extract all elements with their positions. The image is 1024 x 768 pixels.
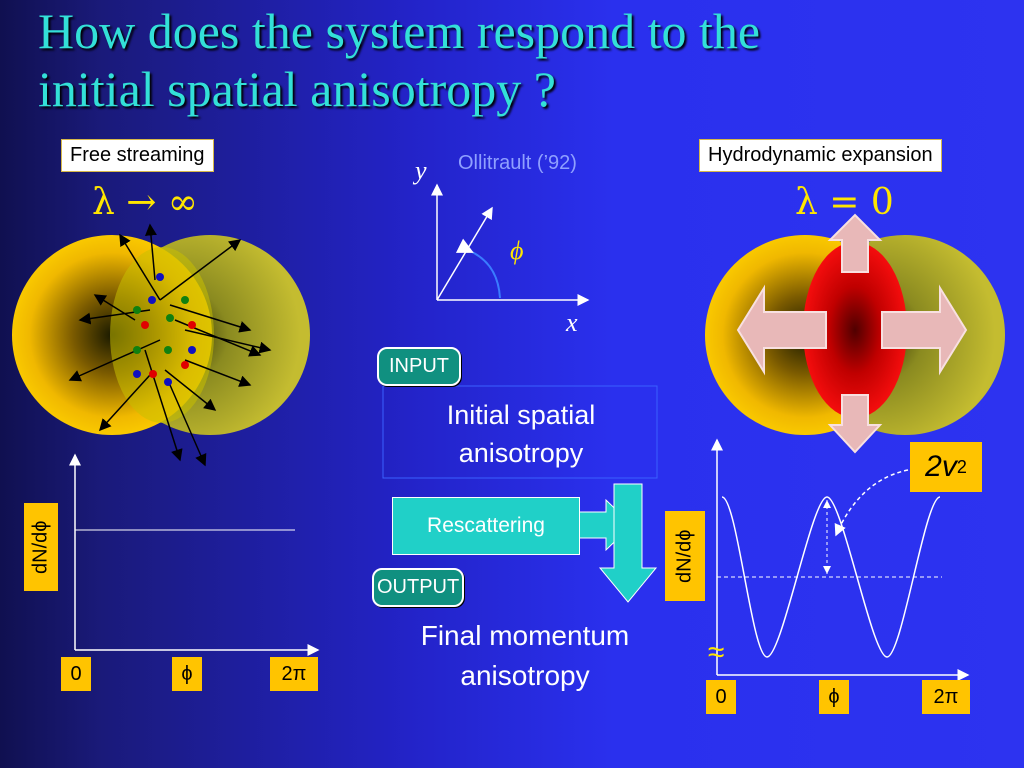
output-line-2: anisotropy: [384, 656, 666, 696]
v2-text: 2v: [925, 450, 957, 484]
lambda-zero: λ = 0: [795, 182, 894, 223]
side-decoration: [5, 125, 27, 765]
lambda-infinity: λ → ∞: [92, 182, 198, 223]
left-nuclei: [12, 225, 310, 465]
right-yaxis-label: dN/dϕ: [665, 511, 705, 601]
left-yaxis-label: dN/dϕ: [24, 503, 58, 591]
input-pill: INPUT: [377, 347, 461, 386]
left-plot: [75, 455, 318, 650]
rescattering-box: Rescattering: [392, 497, 580, 555]
right-tick-0: 0: [706, 680, 736, 714]
left-tick-2pi: 2π: [270, 657, 318, 691]
left-tick-0: 0: [61, 657, 91, 691]
v2-subscript: 2: [957, 457, 967, 478]
right-tick-2pi: 2π: [922, 680, 970, 714]
free-streaming-label: Free streaming: [61, 139, 214, 172]
ollitrault-reference: Ollitrault (’92): [458, 152, 577, 175]
axis-break-mark: ≈: [708, 636, 724, 670]
left-tick-phi: ϕ: [172, 657, 202, 691]
input-description: Initial spatial anisotropy: [390, 396, 652, 472]
output-description: Final momentum anisotropy: [384, 616, 666, 696]
input-line-1: Initial spatial: [390, 396, 652, 434]
y-axis-letter: y: [415, 156, 427, 186]
input-line-2: anisotropy: [390, 434, 652, 472]
output-line-1: Final momentum: [384, 616, 666, 656]
x-axis-letter: x: [566, 308, 578, 338]
right-nuclei: [705, 215, 1005, 452]
hydro-expansion-label: Hydrodynamic expansion: [699, 139, 942, 172]
right-tick-phi: ϕ: [819, 680, 849, 714]
output-pill: OUTPUT: [372, 568, 464, 607]
v2-pointer: [836, 470, 908, 535]
phi-angle-label: ϕ: [510, 236, 523, 266]
